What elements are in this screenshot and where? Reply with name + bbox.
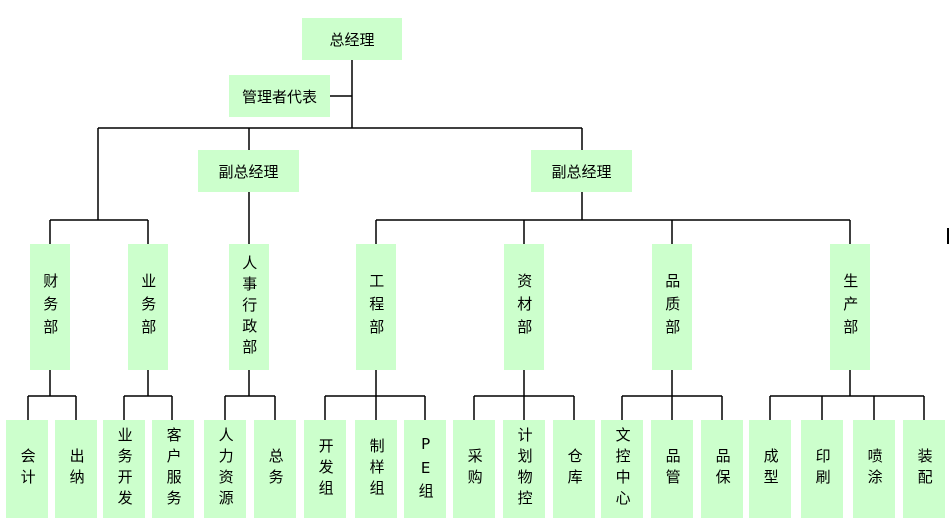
sub-planning-control: 计划物控 [503, 420, 545, 518]
sub-cashier: 出纳 [55, 420, 97, 518]
general-manager-label: 总经理 [329, 30, 375, 49]
sub-qc-mgmt-label: 品管 [663, 448, 682, 490]
dept-business-label: 业务部 [139, 272, 158, 342]
sub-purchasing-label: 采购 [465, 448, 484, 490]
sub-general-affairs: 总务 [254, 420, 296, 518]
sub-customer-service: 客户服务 [152, 420, 194, 518]
sub-sample-group: 制样组 [355, 420, 397, 518]
sub-accounting: 会计 [6, 420, 48, 518]
sub-cashier-label: 出纳 [67, 448, 86, 490]
deputy-gm-left-box: 副总经理 [198, 150, 299, 192]
dept-quality: 品质部 [652, 244, 692, 370]
sub-molding: 成型 [749, 420, 791, 518]
sub-pe-group-label: PE组 [416, 434, 435, 504]
sub-biz-dev-label: 业务开发 [115, 427, 134, 511]
sub-sample-group-label: 制样组 [367, 437, 386, 501]
dept-business: 业务部 [128, 244, 168, 370]
sub-assembly-label: 装配 [915, 448, 934, 490]
dept-production: 生产部 [830, 244, 870, 370]
dept-materials-label: 资材部 [515, 272, 534, 342]
sub-printing-label: 印刷 [813, 448, 832, 490]
deputy-gm-right-label: 副总经理 [551, 162, 612, 181]
sub-spraying: 喷涂 [853, 420, 895, 518]
dept-engineering: 工程部 [356, 244, 396, 370]
dept-production-label: 生产部 [841, 272, 860, 342]
dept-quality-label: 品质部 [663, 272, 682, 342]
sub-assembly: 装配 [903, 420, 945, 518]
sub-doc-center-label: 文控中心 [613, 427, 632, 511]
dept-finance: 财务部 [30, 244, 70, 370]
sub-human-resources: 人力资源 [204, 420, 246, 518]
sub-customer-service-label: 客户服务 [164, 427, 183, 511]
sub-spraying-label: 喷涂 [865, 448, 884, 490]
sub-purchasing: 采购 [453, 420, 495, 518]
management-rep-box: 管理者代表 [229, 75, 330, 117]
sub-qc-mgmt: 品管 [651, 420, 693, 518]
sub-warehouse-label: 仓库 [565, 448, 584, 490]
deputy-gm-right-box: 副总经理 [531, 150, 632, 192]
sub-general-affairs-label: 总务 [266, 448, 285, 490]
sub-pe-group: PE组 [404, 420, 446, 518]
deputy-gm-left-label: 副总经理 [218, 162, 279, 181]
sub-printing: 印刷 [801, 420, 843, 518]
general-manager-box: 总经理 [302, 18, 402, 60]
sub-biz-dev: 业务开发 [103, 420, 145, 518]
dept-engineering-label: 工程部 [367, 272, 386, 342]
sub-molding-label: 成型 [761, 448, 780, 490]
sub-warehouse: 仓库 [553, 420, 595, 518]
dept-finance-label: 财务部 [41, 272, 60, 342]
dept-materials: 资材部 [504, 244, 544, 370]
dept-hr-admin-label: 人事行政部 [240, 254, 259, 360]
sub-planning-control-label: 计划物控 [515, 427, 534, 511]
sub-human-resources-label: 人力资源 [216, 427, 235, 511]
sub-accounting-label: 会计 [18, 448, 37, 490]
sub-qa-label: 品保 [713, 448, 732, 490]
management-rep-label: 管理者代表 [241, 87, 317, 106]
dept-hr-admin: 人事行政部 [229, 244, 269, 370]
sub-dev-group: 开发组 [304, 420, 346, 518]
sub-qa: 品保 [701, 420, 743, 518]
sub-dev-group-label: 开发组 [316, 437, 335, 501]
sub-doc-center: 文控中心 [601, 420, 643, 518]
